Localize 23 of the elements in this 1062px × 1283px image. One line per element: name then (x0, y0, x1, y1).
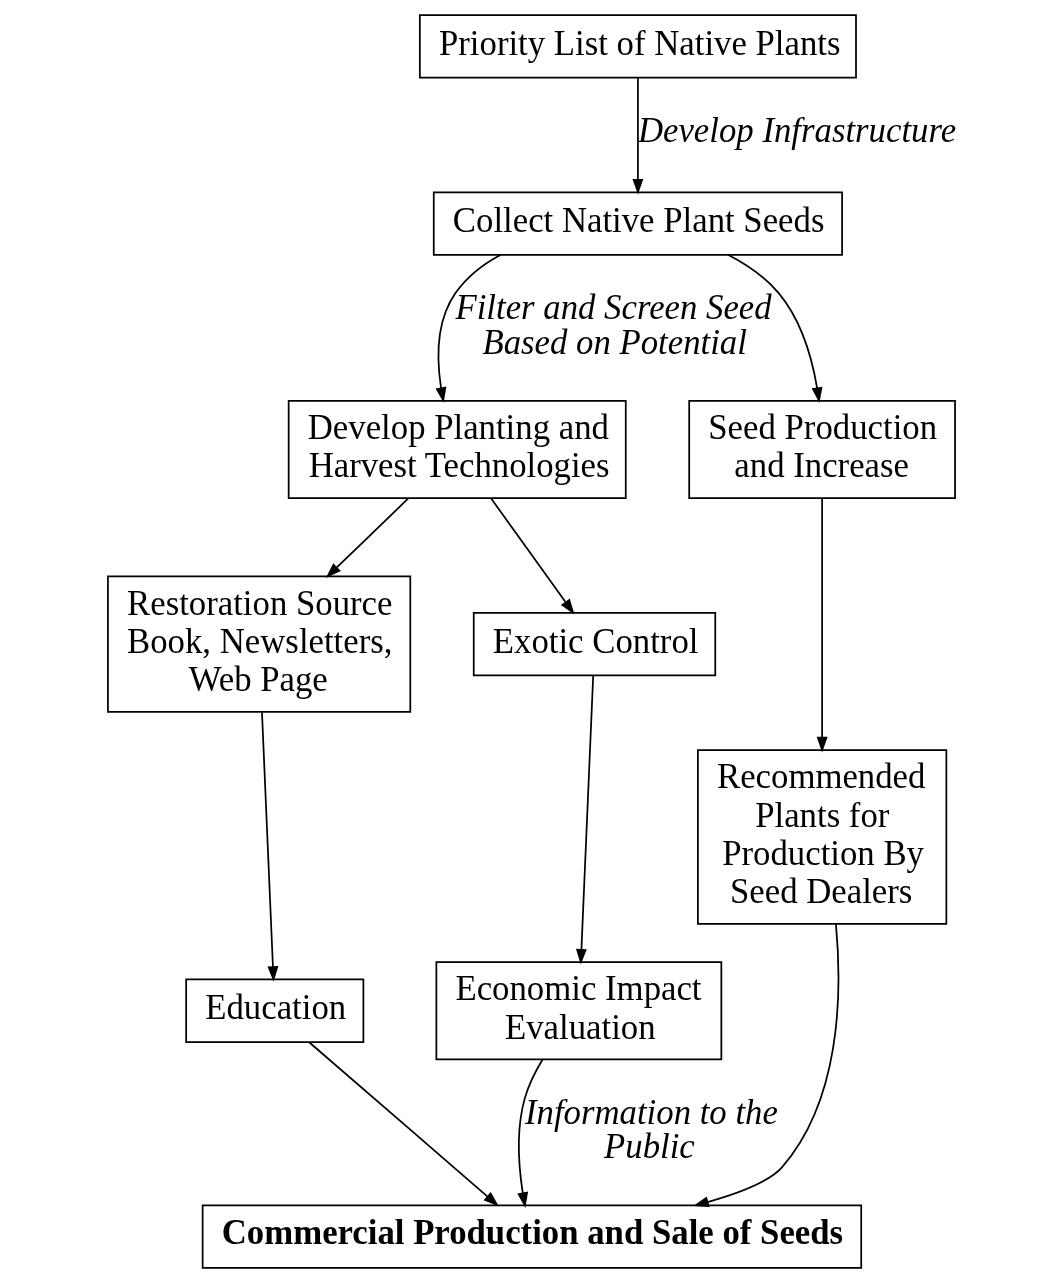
arrow (631, 77, 643, 195)
edge-label: Filter and Screen Seed Based on Potential (454, 288, 772, 362)
arrow (308, 1041, 499, 1207)
arrow (435, 254, 501, 403)
node-box: Economic Impact Evaluation (435, 961, 722, 1061)
arrow (260, 711, 278, 982)
arrow (325, 497, 409, 579)
node-box: Develop Planting and Harvest Technologies (287, 399, 627, 499)
node-box: Recommended Plants for Production By Seed Dealers (696, 749, 947, 925)
node-box: Commercial Production and Sale of Seeds (201, 1204, 862, 1269)
arrow (727, 254, 822, 403)
arrow (816, 497, 828, 753)
arrow (575, 674, 594, 965)
node-box: Restoration Source Book, Newsletters, Web Page (106, 575, 411, 713)
arrow (489, 497, 574, 615)
arrow (692, 923, 839, 1208)
edge-label: Information to the Public (524, 1092, 778, 1167)
node-box: Education (184, 978, 364, 1043)
node-box: Seed Production and Increase (687, 399, 956, 499)
arrow (516, 1058, 543, 1208)
node-box: Exotic Control (472, 611, 716, 677)
node-box: Priority List of Native Plants (418, 14, 857, 79)
node-box: Collect Native Plant Seeds (432, 191, 843, 256)
